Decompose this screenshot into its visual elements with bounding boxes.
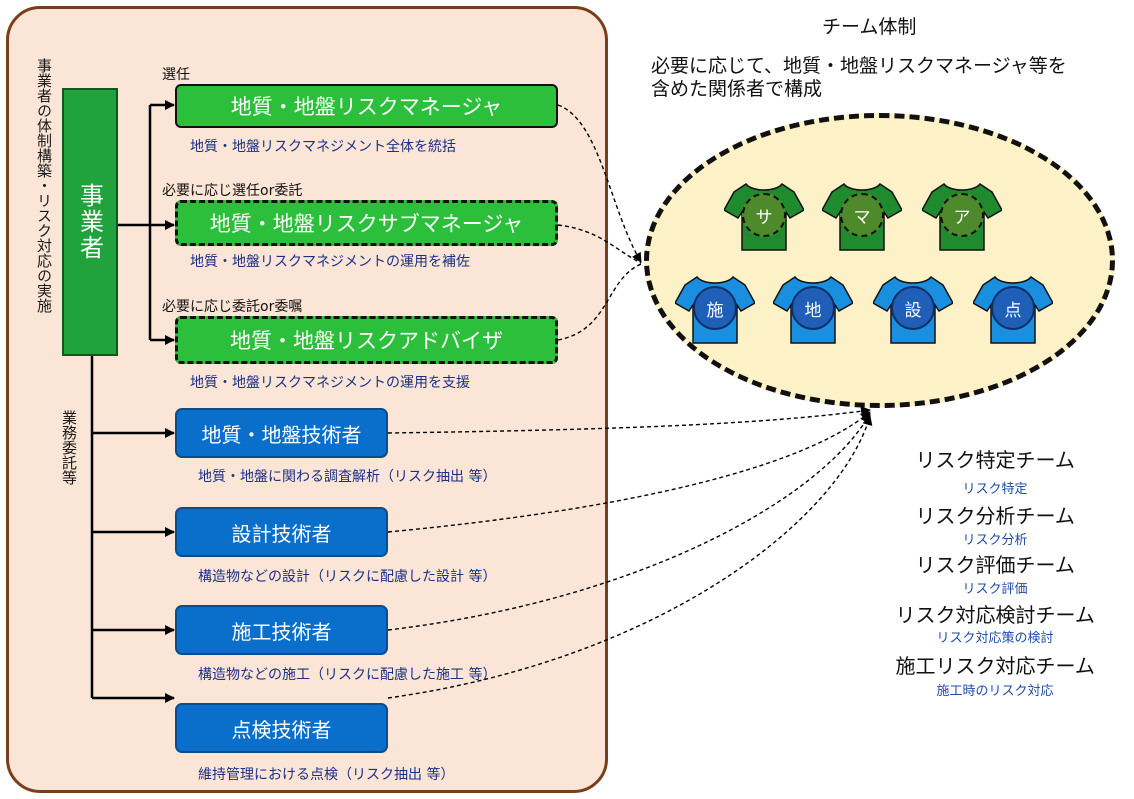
member-badge: ア <box>940 193 984 237</box>
sub-team-name: リスク評価チーム <box>915 553 1075 577</box>
link-design-team <box>387 411 871 533</box>
construction-engineer-box[interactable]: 施工技術者 <box>175 605 388 655</box>
blue-shirt-icon: 点 <box>973 273 1053 345</box>
green-shirt-icon: ア <box>922 180 1002 252</box>
link-advisor-team <box>557 263 642 341</box>
sub-team-role: リスク評価 <box>962 582 1028 597</box>
risk-submanager-title: 地質・地盤リスクサブマネージャ <box>209 212 524 236</box>
advisor-tag: 必要に応じ委託or委嘱 <box>162 299 303 315</box>
design-engineer-desc: 構造物などの設計（リスクに配慮した設計 等） <box>198 569 497 585</box>
branch-line-managers <box>118 105 152 340</box>
team-title: チーム体制 <box>822 16 917 38</box>
sub-team-role: リスク特定 <box>962 482 1028 497</box>
team-ellipse <box>644 113 1115 408</box>
sub-team-role: リスク分析 <box>962 533 1028 548</box>
link-construction-team <box>387 413 871 631</box>
geo-engineer-desc: 地質・地盤に関わる調査解析（リスク抽出 等） <box>198 469 497 485</box>
risk-advisor-box[interactable]: 地質・地盤リスクアドバイザ <box>175 316 558 364</box>
blue-shirt-icon: 地 <box>773 273 853 345</box>
link-manager-team <box>557 104 642 263</box>
risk-submanager-desc: 地質・地盤リスクマネジメントの運用を補佐 <box>190 254 470 270</box>
blue-shirt-icon: 施 <box>675 273 755 345</box>
construction-engineer-title: 施工技術者 <box>231 619 332 644</box>
geo-engineer-title: 地質・地盤技術者 <box>201 422 362 447</box>
member-badge: 点 <box>991 286 1035 330</box>
inspection-engineer-title: 点検技術者 <box>231 717 332 742</box>
green-shirt-icon: マ <box>822 180 902 252</box>
inspection-engineer-desc: 維持管理における点検（リスク抽出 等） <box>198 767 455 783</box>
submanager-tag: 必要に応じ選任or委託 <box>162 183 303 199</box>
inspection-engineer-box[interactable]: 点検技術者 <box>175 703 388 753</box>
sub-team-name: 施工リスク対応チーム <box>895 654 1095 678</box>
sub-team-role: 施工時のリスク対応 <box>936 684 1054 699</box>
risk-manager-box[interactable]: 地質・地盤リスクマネージャ <box>175 84 558 128</box>
risk-advisor-title: 地質・地盤リスクアドバイザ <box>230 329 503 353</box>
sub-team-role: リスク対応策の検討 <box>936 631 1054 646</box>
manager-tag: 選任 <box>162 67 190 83</box>
risk-manager-desc: 地質・地盤リスクマネジメント全体を統括 <box>190 139 456 155</box>
member-badge: サ <box>742 193 786 237</box>
sub-team-name: リスク特定チーム <box>915 448 1075 472</box>
design-engineer-title: 設計技術者 <box>231 521 332 546</box>
member-badge: 施 <box>693 286 737 330</box>
sub-team-name: リスク分析チーム <box>915 504 1075 528</box>
owner-role-note: 事業者の体制構築・リスク対応の実施 <box>35 58 53 313</box>
construction-engineer-desc: 構造物などの施工（リスクに配慮した施工 等） <box>198 667 497 683</box>
link-geo-team <box>387 406 871 434</box>
risk-advisor-desc: 地質・地盤リスクマネジメントの運用を支援 <box>190 375 470 391</box>
owner-name: 事業者 <box>75 183 104 261</box>
member-badge: 設 <box>891 286 935 330</box>
team-description: 必要に応じて、地質・地盤リスクマネージャ等を含めた関係者で構成 <box>651 55 1067 100</box>
member-badge: 地 <box>791 286 835 330</box>
member-badge: マ <box>840 193 884 237</box>
outsource-label: 業務委託等 <box>60 410 78 485</box>
blue-shirt-icon: 設 <box>873 273 953 345</box>
link-submanager-team <box>557 224 642 264</box>
owner-box[interactable]: 事業者 <box>62 88 118 356</box>
geo-engineer-box[interactable]: 地質・地盤技術者 <box>175 408 388 458</box>
sub-team-name: リスク対応検討チーム <box>895 603 1095 627</box>
design-engineer-box[interactable]: 設計技術者 <box>175 507 388 557</box>
green-shirt-icon: サ <box>724 180 804 252</box>
risk-submanager-box[interactable]: 地質・地盤リスクサブマネージャ <box>175 200 558 246</box>
link-inspection-team <box>387 415 873 699</box>
risk-manager-title: 地質・地盤リスクマネージャ <box>230 95 503 119</box>
